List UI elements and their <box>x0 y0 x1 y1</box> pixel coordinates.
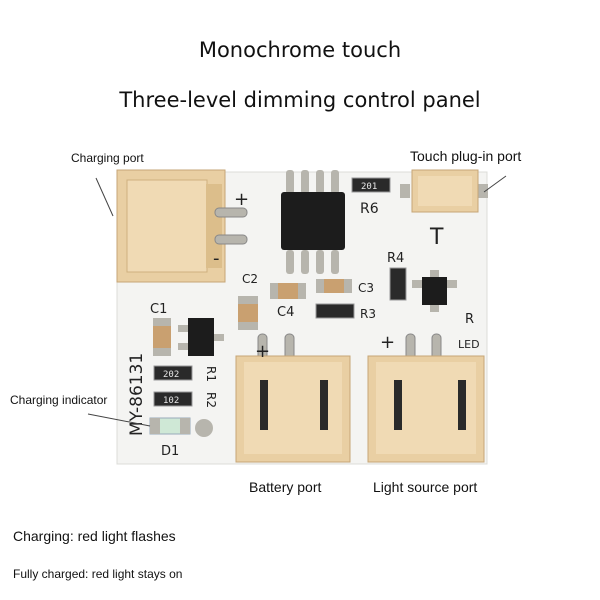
r3-label: R3 <box>360 307 376 321</box>
charging-port-connector <box>116 169 248 283</box>
t-label: T <box>429 225 444 250</box>
touch-port-leader <box>483 175 507 193</box>
battery-port-connector <box>235 333 351 463</box>
battery-port-label: Battery port <box>249 479 322 495</box>
charging-plus-mark: + <box>234 189 249 210</box>
r1-label: R1 <box>204 366 218 382</box>
resistor-r3 <box>315 303 355 319</box>
capacitor-c4 <box>270 283 306 299</box>
charging-indicator-label: Charging indicator <box>10 393 108 407</box>
r2-label: R2 <box>204 392 218 408</box>
c1-label: C1 <box>150 302 167 317</box>
charging-led-d1 <box>149 417 191 435</box>
capacitor-c1 <box>153 318 171 356</box>
r1-code: 202 <box>163 370 179 380</box>
capacitor-c3 <box>316 279 352 293</box>
resistor-r4 <box>389 267 407 301</box>
r-mark: R <box>465 312 474 327</box>
main-ic-chip <box>281 170 345 274</box>
fully-charged-note: Fully charged: red light stays on <box>13 567 183 581</box>
light-source-port-label: Light source port <box>373 479 478 495</box>
resistor-r2 <box>153 391 193 407</box>
charging-minus-mark: - <box>213 248 220 269</box>
resistor-r1 <box>153 365 193 381</box>
r6-code: 201 <box>361 182 377 192</box>
touch-plug-in-port-label: Touch plug-in port <box>410 148 522 164</box>
capacitor-c2 <box>238 296 258 330</box>
transistor <box>412 270 457 312</box>
c4-label: C4 <box>277 305 294 320</box>
test-pad <box>195 419 213 437</box>
d1-label: D1 <box>161 444 179 459</box>
model-number: MY-86131 <box>127 353 147 436</box>
battery-plus-mark: + <box>255 341 270 362</box>
c2-label: C2 <box>242 272 258 286</box>
resistor-r6 <box>351 177 391 193</box>
touch-plug-in-connector <box>400 169 488 213</box>
title-line-2: Three-level dimming control panel <box>119 88 481 112</box>
r2-code: 102 <box>163 396 179 406</box>
c3-label: C3 <box>358 281 374 295</box>
charging-port-label: Charging port <box>71 151 144 165</box>
light-source-port-connector <box>367 333 485 463</box>
charging-port-leader <box>95 177 114 217</box>
r6-label: R6 <box>360 201 379 217</box>
charging-indicator-leader <box>87 413 151 427</box>
title-line-1: Monochrome touch <box>198 38 402 62</box>
charging-note: Charging: red light flashes <box>13 528 176 544</box>
regulator-chip <box>178 318 224 356</box>
led-label: LED <box>458 338 480 351</box>
r4-label: R4 <box>387 251 404 266</box>
light-source-plus-mark: + <box>380 332 395 353</box>
